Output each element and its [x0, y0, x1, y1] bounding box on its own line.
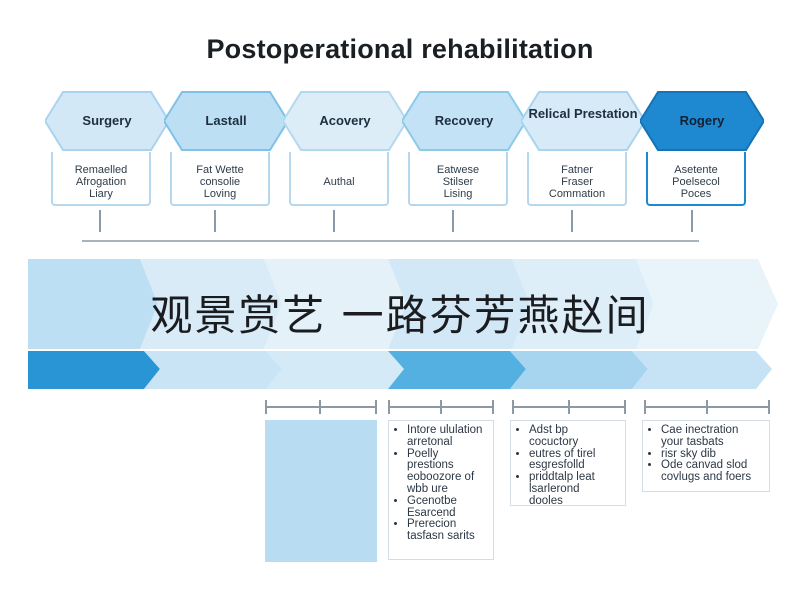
note-item: priddtalp leat lsarlerond: [529, 471, 619, 496]
band-top-segment: [264, 259, 406, 349]
note-item: Prerecion tasfasn sarits: [407, 519, 487, 543]
stage-desc-line: Loving: [203, 188, 237, 200]
band-top-segment: [512, 259, 654, 349]
stage-card-recovery: Eatwese Stilser Lising: [408, 152, 508, 206]
stage-desc-line: Authal: [323, 176, 355, 188]
stage-card-surgery: Remaelled Afrogation Liary: [51, 152, 151, 206]
bracket: [644, 400, 770, 414]
stage-desc-line: consolie: [199, 176, 241, 188]
band-bottom-segment: [28, 351, 160, 389]
diagram-title: Postoperational rehabilitation: [206, 34, 594, 64]
stage-card-rogery: Asetente Poelsecol Poces: [646, 152, 746, 206]
stage-relical-prestation: Relical Prestation Fatner Fraser Commati…: [521, 88, 645, 206]
band-top-segment: [140, 259, 282, 349]
note-panel-3: Cae inectration your tasbats risr sky di…: [642, 420, 770, 492]
stage-label-rogery: Rogery: [679, 113, 725, 128]
stage-label-lastall: Lastall: [205, 113, 247, 128]
note-item: Gcenotbe Esarcend: [407, 495, 487, 520]
band-bottom-segment: [144, 351, 282, 389]
connector-tick: [691, 210, 693, 232]
connector-tick: [333, 210, 335, 232]
stage-card-relical-prestation: Fatner Fraser Commation: [527, 152, 627, 206]
note-item: risr sky dib: [661, 448, 763, 461]
band-bottom-segment: [632, 351, 772, 389]
connector-tick: [99, 210, 101, 232]
stage-acovery: Acovery Authal: [283, 88, 407, 206]
note-item: Intore ululation arretonal: [407, 424, 487, 449]
band-top-segment: [636, 259, 778, 349]
blue-panel: [265, 420, 377, 562]
timeline-line: [82, 240, 699, 242]
stage-desc-line: Lising: [443, 188, 473, 200]
stage-label-relical-prestation: Relical Prestation: [528, 106, 638, 121]
stage-card-acovery: Authal: [289, 152, 389, 206]
connector-tick: [571, 210, 573, 232]
arrow-band: [28, 259, 778, 389]
note-item: Poelly prestions eoboozore of wbb ure: [407, 448, 487, 496]
note-item: Adst bp cocuctory: [529, 424, 619, 449]
bracket: [388, 400, 494, 414]
stage-desc-line: Afrogation: [75, 176, 127, 188]
stage-label-recovery: Recovery: [434, 113, 494, 128]
bracket: [265, 400, 377, 414]
stage-desc-line: Eatwese: [436, 164, 480, 176]
note-item: Cae inectration your tasbats: [661, 424, 763, 449]
stage-surgery: Surgery Remaelled Afrogation Liary: [45, 88, 169, 206]
note-panel-2: Adst bp cocuctory eutres of tirel esgres…: [510, 420, 626, 507]
stage-desc-line: Asetente: [674, 164, 718, 176]
stage-recovery: Recovery Eatwese Stilser Lising: [402, 88, 526, 206]
bracket: [512, 400, 626, 414]
note-item: Ode canvad slod covlugs and foers: [661, 460, 763, 484]
band-top-segment: [28, 259, 158, 349]
connector-tick: [452, 210, 454, 232]
stage-desc-line: Poces: [680, 188, 712, 200]
band-bottom-segment: [510, 351, 648, 389]
note-item: eutres of tirel esgresfolld: [529, 448, 619, 473]
stage-label-acovery: Acovery: [319, 113, 371, 128]
stage-desc-line: Poelsecol: [672, 176, 720, 188]
stage-label-surgery: Surgery: [82, 113, 132, 128]
note-item: dooles: [529, 494, 563, 507]
stage-card-lastall: Fat Wette consolie Loving: [170, 152, 270, 206]
stage-desc-line: Commation: [548, 188, 606, 200]
stage-rogery: Rogery Asetente Poelsecol Poces: [640, 88, 764, 206]
band-overlay-text: 观景赏艺 一路芬芳燕赵间: [150, 291, 650, 340]
connector-tick: [214, 210, 216, 232]
note-panel-1: Intore ululation arretonal Poelly presti…: [388, 420, 494, 560]
band-bottom-segment: [388, 351, 526, 389]
stage-desc-line: Liary: [89, 188, 113, 200]
stage-lastall: Lastall Fat Wette consolie Loving: [164, 88, 288, 206]
stage-desc-line: Fat Wette: [196, 164, 244, 176]
stage-desc-line: Stilser: [442, 176, 474, 188]
stage-desc-line: Fraser: [561, 176, 593, 188]
stage-desc-line: Fatner: [561, 164, 593, 176]
band-bottom-segment: [266, 351, 404, 389]
band-top-segment: [388, 259, 530, 349]
stage-desc-line: Remaelled: [74, 164, 128, 176]
